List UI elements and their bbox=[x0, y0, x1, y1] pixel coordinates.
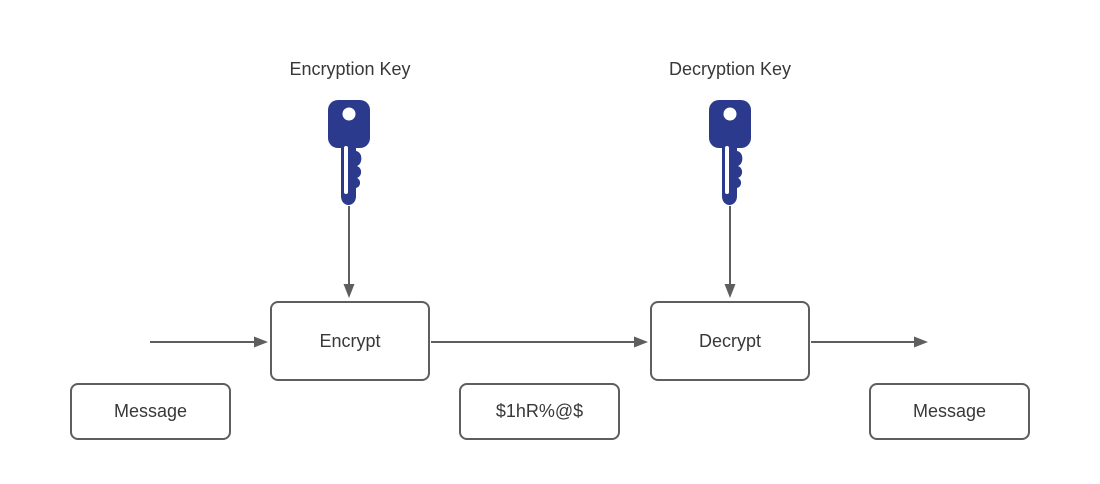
decrypt-box-label: Decrypt bbox=[698, 330, 761, 351]
arrow-out-of-decrypt bbox=[811, 336, 928, 348]
arrow-encrypt-to-decrypt bbox=[431, 336, 648, 348]
arrow-decryption-key-to-decrypt bbox=[724, 206, 736, 298]
decrypt-box: Decrypt bbox=[650, 301, 810, 381]
encrypt-box-label: Encrypt bbox=[319, 330, 381, 351]
decryption-key-label: Decryption Key bbox=[668, 59, 792, 79]
ciphertext-label: $1hR%@$ bbox=[495, 401, 584, 421]
arrow-encryption-key-to-encrypt bbox=[343, 206, 355, 298]
encryption-key-icon bbox=[328, 100, 370, 205]
message-input-label: Message bbox=[113, 401, 188, 421]
message-output-box: Message bbox=[869, 383, 1030, 440]
ciphertext-box: $1hR%@$ bbox=[459, 383, 620, 440]
decryption-key-icon bbox=[709, 100, 751, 205]
encryption-key-label: Encryption Key bbox=[289, 59, 411, 79]
message-output-label: Message bbox=[912, 401, 987, 421]
message-input-box: Message bbox=[70, 383, 231, 440]
encrypt-box: Encrypt bbox=[270, 301, 430, 381]
arrow-into-encrypt bbox=[150, 336, 268, 348]
